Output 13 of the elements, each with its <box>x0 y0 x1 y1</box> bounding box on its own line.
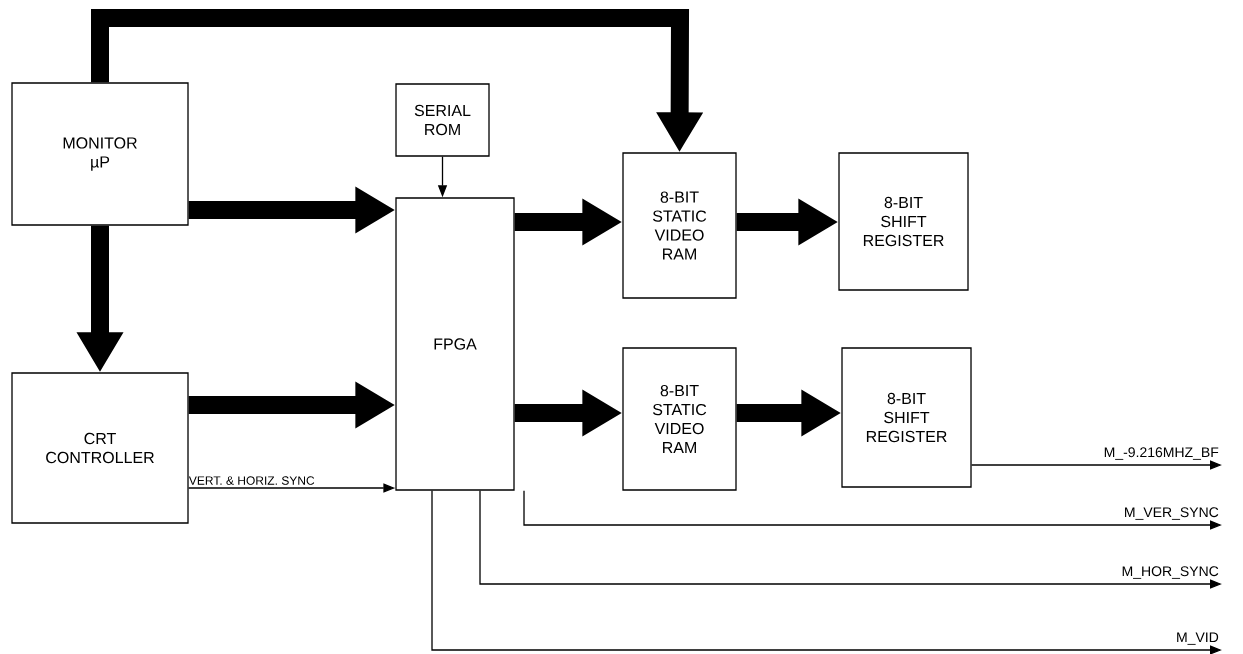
edge-label: M_VID <box>1177 632 1219 645</box>
block-box: FPGA <box>395 197 515 491</box>
block-box: SERIAL ROM <box>395 83 490 157</box>
edge-label: M_HOR_SYNC <box>1122 566 1219 579</box>
edge-label: VERT. & HORIZ. SYNC <box>188 476 315 485</box>
block-box: MONITOR µP <box>11 82 189 226</box>
edge-label: M_-9.216MHZ_BF <box>1104 447 1219 460</box>
block-box: 8-BIT STATIC VIDEO RAM <box>622 152 737 299</box>
block-box: 8-BIT SHIFT REGISTER <box>838 152 969 291</box>
block-box: 8-BIT SHIFT REGISTER <box>841 347 972 488</box>
edge-label: M_VER_SYNC <box>1125 507 1219 520</box>
block-box: 8-BIT STATIC VIDEO RAM <box>622 347 737 491</box>
block-box: CRT CONTROLLER <box>11 372 189 524</box>
